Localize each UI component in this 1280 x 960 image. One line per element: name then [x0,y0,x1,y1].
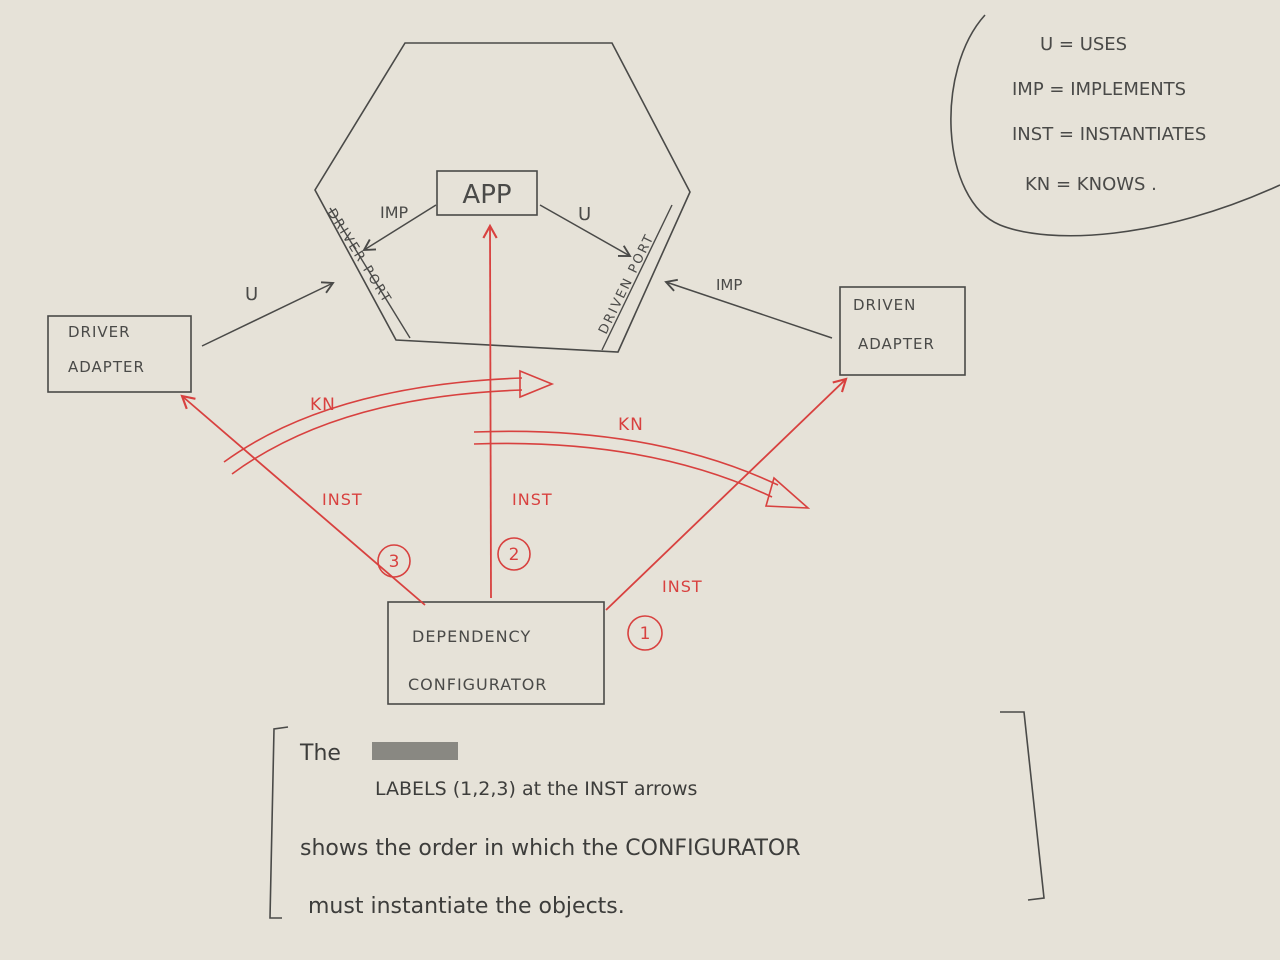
note-right-bracket [1000,711,1045,901]
label-inst-app: INST [512,490,553,509]
arrow-knows-right [473,430,811,509]
driver-adapter-box [47,315,192,393]
label-inst-driven-adapter: INST [662,577,703,596]
legend-line-instantiates: INST = INSTANTIATES [1012,124,1206,145]
arrow-app-implements-driver-port [362,204,437,252]
arrow-driven-adapter-implements-driven-port [664,278,833,339]
order-label-second: 2 [509,545,520,565]
arrow-inst-driven-adapter [605,377,848,611]
label-u-driver-adapter: U [245,284,258,305]
order-label-first: 1 [640,624,651,644]
legend-line-knows: KN = KNOWS . [1025,174,1157,195]
arrow-driver-adapter-uses-driver-port [201,281,335,347]
legend-line-uses: U = USES [1040,34,1127,55]
arrow-inst-app [482,223,498,599]
order-label-third: 3 [389,552,400,572]
note-scribbled-word [372,742,458,760]
label-inst-driver-adapter: INST [322,490,363,509]
arrow-app-uses-driven-port [539,204,632,257]
label-imp-app-driver-port: IMP [380,203,409,222]
order-circle-second [497,537,531,571]
note-line-2: LABELS (1,2,3) at the INST arrows [375,778,697,800]
legend-line-implements: IMP = IMPLEMENTS [1012,79,1186,100]
note-left-bracket [269,726,289,919]
dependency-configurator-box [387,601,605,705]
label-kn-left: KN [310,395,336,415]
driver-port-inner-edge [329,207,411,339]
note-line-4: must instantiate the objects. [308,894,625,919]
configurator-label-line2: CONFIGURATOR [408,675,547,694]
driven-port-inner-edge [601,204,673,351]
legend-border [950,14,1280,237]
note-line-1: The [299,741,341,766]
label-u-app-driven-port: U [578,204,591,225]
arrow-inst-driver-adapter [180,394,426,606]
order-circle-third [377,544,411,578]
note-line-3: shows the order in which the CONFIGURATO… [300,836,801,861]
app-label: APP [462,180,511,210]
driver-adapter-label-line1: DRIVER [68,323,131,341]
driven-adapter-label-line1: DRIVEN [853,296,916,314]
driver-adapter-label-line2: ADAPTER [68,358,145,376]
arrow-knows-left [223,369,555,475]
hexagon-application-core [314,42,691,353]
driven-adapter-label-line2: ADAPTER [858,335,935,353]
app-box [436,170,538,216]
label-imp-driven-adapter: IMP [716,276,742,294]
label-kn-right: KN [618,415,644,435]
driven-adapter-box [839,286,966,376]
order-circle-first [627,615,663,651]
configurator-label-line1: DEPENDENCY [412,627,531,646]
